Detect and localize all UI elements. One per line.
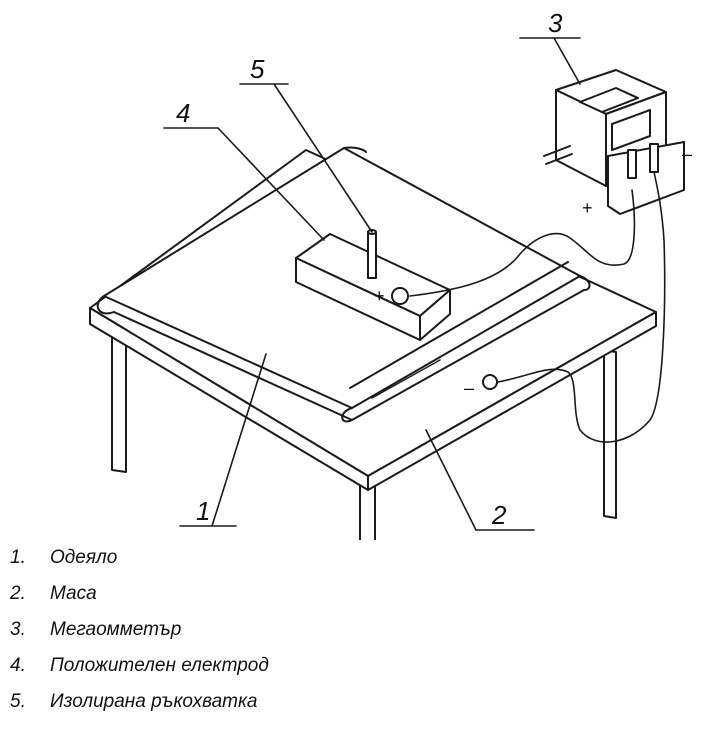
legend-number: 3.: [10, 619, 26, 640]
leader-lines: [163, 37, 581, 531]
megohmmeter: [543, 69, 685, 215]
legend-item: 4. Положителен електрод: [10, 648, 470, 684]
negative-contact: [482, 374, 498, 390]
electrode-plus-sign: +: [374, 286, 385, 306]
legend-text: Изолирана ръкохватка: [50, 691, 258, 712]
legend-number: 4.: [10, 655, 26, 676]
meter-plus-sign: +: [582, 198, 593, 218]
callout-1: 1: [196, 496, 210, 526]
insulated-handle: [367, 229, 377, 279]
callout-2: 2: [491, 500, 507, 530]
legend-text: Одеяло: [50, 547, 118, 568]
setup-diagram: 1 2 3 4 5 – + + –: [89, 8, 692, 540]
legend-item: 2. Маса: [10, 576, 470, 612]
legend: 1. Одеяло 2. Маса 3. Мегаомметър 4. Положите…: [10, 540, 470, 720]
callout-5: 5: [250, 54, 265, 84]
legend-text: Мегаомметър: [50, 619, 182, 640]
legend-number: 1.: [10, 547, 26, 568]
legend-item: 5. Изолирана ръкохватка: [10, 684, 470, 720]
table-minus-sign: –: [464, 378, 474, 398]
legend-item: 3. Мегаомметър: [10, 612, 470, 648]
legend-text: Положителен електрод: [50, 655, 269, 676]
callout-4: 4: [176, 98, 190, 128]
callout-3: 3: [548, 8, 563, 38]
legend-item: 1. Одеяло: [10, 540, 470, 576]
wires: [409, 171, 666, 443]
legend-number: 2.: [10, 583, 26, 604]
legend-number: 5.: [10, 691, 26, 712]
meter-minus-sign: –: [682, 144, 692, 164]
legend-text: Маса: [50, 583, 97, 604]
